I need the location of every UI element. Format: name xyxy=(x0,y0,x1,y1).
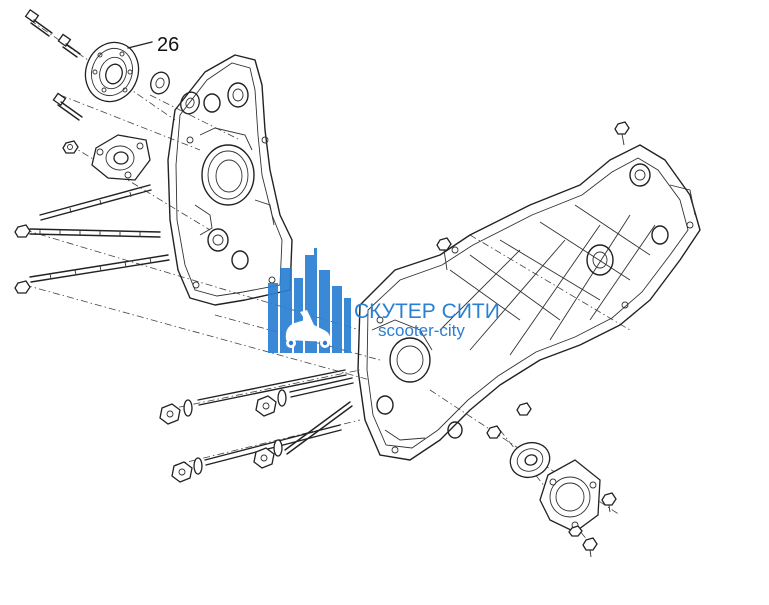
nut-washer-3 xyxy=(171,457,203,483)
stud-rod-1 xyxy=(197,369,347,406)
watermark-brand-name: СКУТЕР СИТИ xyxy=(354,300,500,323)
short-rod xyxy=(39,184,152,221)
bolt-short xyxy=(57,33,81,58)
right-crankcase-half xyxy=(357,144,701,461)
watermark-brand-url: scooter-city xyxy=(378,321,465,340)
bolt-mid xyxy=(52,92,83,121)
lower-studs-group xyxy=(159,369,354,483)
bearing-cover-plate xyxy=(539,459,601,533)
bearing-part xyxy=(84,41,140,103)
bolt-top xyxy=(24,8,53,37)
left-crankcase-half xyxy=(167,54,293,306)
nut-washer-1 xyxy=(159,399,193,425)
callout-26: 26 xyxy=(127,34,179,56)
oil-seal-right xyxy=(509,441,551,479)
nut-washer-4 xyxy=(253,439,283,469)
stud-rod-4 xyxy=(284,401,353,455)
city-scooter-logo-icon xyxy=(268,248,351,353)
stud-rod-2 xyxy=(289,377,354,398)
bushing-part xyxy=(150,71,170,95)
bolt-lower-right-3 xyxy=(568,525,583,537)
cover-plate-part xyxy=(91,134,151,181)
dowel-pin-group xyxy=(436,237,532,439)
nut-washer-2 xyxy=(255,389,287,417)
callout-label: 26 xyxy=(157,34,179,56)
long-stud-1 xyxy=(14,224,161,238)
bolt-top-right xyxy=(614,121,630,146)
bolt-lower-right-1 xyxy=(601,492,617,513)
left-fasteners-group xyxy=(14,8,170,294)
small-nut xyxy=(62,140,79,154)
bolt-lower-right-2 xyxy=(582,537,598,558)
long-stud-2 xyxy=(14,254,170,294)
